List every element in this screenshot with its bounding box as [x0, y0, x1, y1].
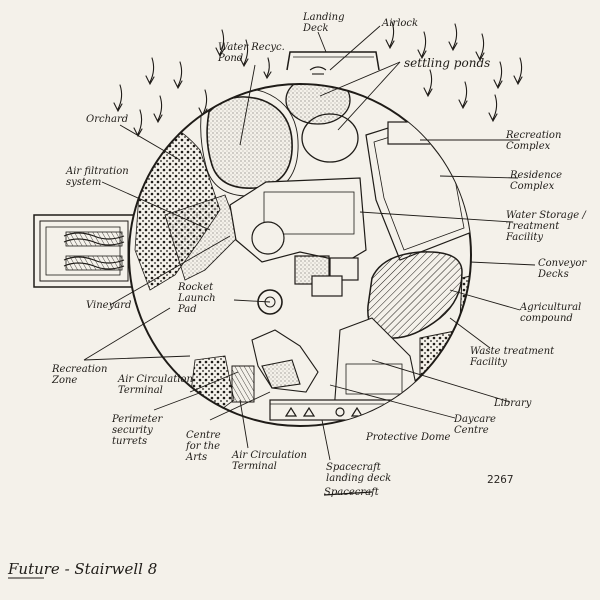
label-airlock: Airlock	[382, 18, 419, 29]
label-spacecraft-struck: Spacecraft	[324, 487, 379, 498]
vineyard-area	[164, 194, 241, 281]
label-spacecraft-landing-deck: Spacecraft landing deck	[326, 462, 392, 484]
label-water-storage-facility: Water Storage / Treatment Facility	[506, 210, 586, 243]
dome-interior	[134, 84, 471, 421]
strikethrough-mark	[323, 491, 373, 496]
wind-arrows	[113, 21, 523, 138]
arts-centre	[251, 329, 319, 393]
library-building	[333, 317, 421, 413]
label-orchard: Orchard	[86, 114, 129, 125]
label-recreation-complex: Recreation Complex	[506, 130, 562, 152]
settling-pond-1	[285, 84, 351, 125]
label-residence-complex: Residence Complex	[510, 170, 563, 192]
label-perimeter-security-turrets: Perimeter security turrets	[112, 414, 163, 447]
label-vineyard: Vineyard	[86, 300, 132, 311]
water-recycling-pond	[206, 96, 293, 189]
spacecraft-landing-deck-shape	[269, 399, 431, 421]
label-protective-dome: Protective Dome	[366, 432, 451, 443]
leader-lines	[83, 25, 536, 461]
settling-pond-2	[301, 113, 359, 163]
catalog-number: 2267	[487, 473, 514, 486]
label-waste-treatment-facility: Waste treatment Facility	[470, 346, 555, 368]
label-library: Library	[494, 398, 532, 409]
water-storage-facility	[229, 177, 367, 297]
label-air-filtration-system: Air filtration system	[66, 166, 129, 188]
label-air-circulation-terminal-bottom: Air Circulation Terminal	[232, 450, 307, 472]
label-settling-ponds: settling ponds	[404, 56, 491, 70]
label-conveyor-decks: Conveyor Decks	[538, 258, 587, 280]
label-water-recycling-pond: Water Recyc. Pond	[218, 42, 285, 64]
air-filtration-structure	[33, 214, 135, 288]
label-centre-for-the-arts: Centre for the Arts	[186, 430, 221, 463]
drawing-title: Future - Stairwell 8	[8, 560, 158, 578]
airlock-hatch	[309, 66, 327, 75]
label-landing-deck: Landing Deck	[303, 12, 345, 34]
label-agricultural-compound: Agricultural compound	[520, 302, 582, 324]
label-recreation-zone: Recreation Zone	[52, 364, 108, 386]
label-daycare-centre: Daycare Centre	[454, 414, 496, 436]
label-air-circulation-terminal-left: Air Circulation Terminal	[118, 374, 193, 396]
landing-deck-shape	[286, 51, 380, 71]
label-rocket-launch-pad: Rocket Launch Pad	[178, 282, 216, 315]
